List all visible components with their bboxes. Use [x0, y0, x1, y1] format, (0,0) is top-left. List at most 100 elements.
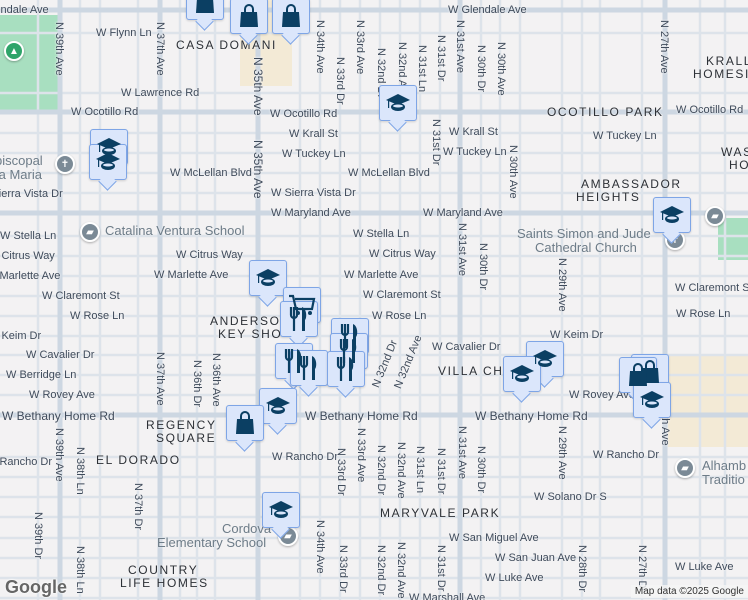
street-label: N 30th Dr	[475, 446, 487, 494]
poi-label[interactable]: Catalina Ventura School	[105, 223, 245, 238]
school-marker-icon[interactable]	[262, 492, 300, 528]
street-label: N 31st Dr	[435, 448, 447, 495]
street-label: N 33rd Dr	[337, 545, 349, 593]
street-label: N 32nd Dr	[375, 445, 387, 496]
street-label: N 30th Ave	[507, 145, 519, 199]
street-label: W San Juan Ave	[495, 552, 577, 564]
street-label: N 31st Ln	[414, 446, 426, 494]
school-marker-icon[interactable]	[89, 144, 127, 180]
school-pin-icon[interactable]: ▰	[80, 222, 100, 242]
street-label: W Cavalier Dr	[432, 341, 501, 353]
street-label: W Cavalier Dr	[26, 349, 95, 361]
shopping-marker-icon[interactable]	[272, 0, 310, 34]
street-label: W Tuckey Ln	[593, 130, 657, 142]
street-label: N 27th Dr	[636, 545, 648, 593]
street-label: W Luke Ave	[675, 561, 734, 573]
street-label: W Glendale Ave	[448, 4, 527, 16]
street-label: W Tuckey Ln	[282, 148, 346, 160]
street-label: N 33rd Ave	[355, 428, 367, 483]
neighborhood-label: HOMESI	[693, 67, 748, 81]
street-label: W Marshall Ave	[409, 592, 486, 600]
poi-label[interactable]: Cathedral Church	[535, 240, 637, 255]
neighborhood-label: COUNTRY	[128, 563, 199, 577]
street-label: N 36th Ave	[210, 353, 222, 407]
street-label: N 35th Ave	[251, 140, 265, 199]
street-label: N 34th Ave	[314, 20, 326, 74]
neighborhood-label: ANDERSO	[210, 314, 281, 328]
street-label: W Tuckey Ln	[443, 146, 507, 158]
street-label: W Solano Dr S	[534, 491, 607, 503]
street-label: W Luke Ave	[485, 572, 544, 584]
street-label: N 31st Dr	[435, 545, 447, 592]
street-label: N 31st Ave	[456, 223, 468, 276]
street-label: W Stella Ln	[353, 228, 410, 240]
street-label: N 30th Dr	[477, 243, 489, 291]
street-label: W Citrus Way	[0, 250, 55, 262]
neighborhood-label: OCOTILLO PARK	[547, 105, 664, 119]
poi-label[interactable]: Traditio	[702, 472, 745, 487]
school-marker-icon[interactable]	[249, 260, 287, 296]
street-label: W Rancho Dr	[0, 456, 53, 468]
poi-label[interactable]: Saints Simon and Jude	[517, 226, 651, 241]
neighborhood-label: VILLA CH	[438, 364, 504, 378]
street-label: W Rose Ln	[70, 310, 125, 322]
restaurant-marker-icon[interactable]	[290, 350, 328, 386]
poi-label[interactable]: Cordova	[222, 521, 272, 536]
shopping-marker-icon[interactable]	[230, 0, 268, 34]
street-label: N 36th Dr	[191, 360, 203, 408]
street-label: N 34th Ave	[314, 520, 326, 574]
street-label: N 29th Ave	[556, 426, 568, 480]
shopping-marker-icon[interactable]	[226, 405, 264, 441]
neighborhood-label: SQUARE	[156, 431, 217, 445]
school-marker-icon[interactable]	[503, 356, 541, 392]
school-marker-icon[interactable]	[379, 85, 417, 121]
street-label: N 37th Ave	[154, 22, 166, 76]
street-label: N 31st Dr	[435, 35, 447, 82]
restaurant-marker-icon[interactable]	[327, 351, 365, 387]
school-pin-icon[interactable]: ▰	[705, 206, 725, 226]
street-label: N 27th Ave	[658, 20, 670, 74]
neighborhood-label: KRALL	[706, 54, 748, 68]
neighborhood-label: MARYVALE PARK	[380, 506, 501, 520]
neighborhood-label: HO	[729, 158, 748, 172]
neighborhood-label: AMBASSADOR	[581, 177, 682, 191]
poi-label[interactable]: piscopal	[0, 153, 43, 168]
school-marker-icon[interactable]	[259, 388, 297, 424]
park-area	[0, 15, 60, 112]
street-label: W Rancho Dr	[593, 449, 660, 461]
google-logo[interactable]: Google	[5, 577, 67, 597]
street-label: W Rose Ln	[676, 308, 731, 320]
school-marker-icon[interactable]	[633, 382, 671, 418]
street-label: W Ocotillo Rd	[676, 104, 744, 116]
neighborhood-label: LIFE HOMES	[120, 576, 209, 590]
street-label: W Sierra Vista Dr	[0, 188, 63, 200]
poi-label[interactable]: Elementary School	[157, 535, 267, 550]
street-label: N 31st Ave	[454, 20, 466, 73]
street-label: W Bethany Home Rd	[475, 409, 588, 423]
street-label: W Keim Dr	[0, 330, 42, 342]
street-label: N 32nd Ave	[395, 442, 407, 499]
street-label: N 32nd Ave	[395, 542, 407, 599]
commercial-area	[668, 355, 748, 447]
street-label: W Rose Ln	[372, 310, 427, 322]
map-attribution[interactable]: Map data ©2025 Google	[630, 585, 748, 598]
street-label: W Marlette Ave	[154, 269, 229, 281]
poi-label[interactable]: Alhamb	[702, 458, 747, 473]
school-marker-icon[interactable]	[653, 197, 691, 233]
neighborhood-label: WAS	[721, 145, 748, 159]
neighborhood-label: CASA DOMANI	[176, 38, 277, 52]
park-pin-icon[interactable]: ▲	[4, 41, 24, 61]
street-label: N 29th Ave	[556, 258, 568, 312]
neighborhood-label: HEIGHTS	[576, 190, 641, 204]
street-label: W Claremont St	[675, 282, 748, 294]
shopping-marker-icon[interactable]	[186, 0, 224, 20]
street-label: W Claremont St	[42, 290, 120, 302]
street-label: W Lawrence Rd	[121, 87, 200, 99]
street-label: N 38th Ln	[74, 546, 86, 594]
poi-label[interactable]: ta Maria	[0, 167, 42, 182]
church-pin-icon[interactable]: ✝	[55, 154, 75, 174]
school-pin-icon[interactable]: ▰	[675, 458, 695, 478]
street-label: N 31st Dr	[430, 119, 442, 166]
